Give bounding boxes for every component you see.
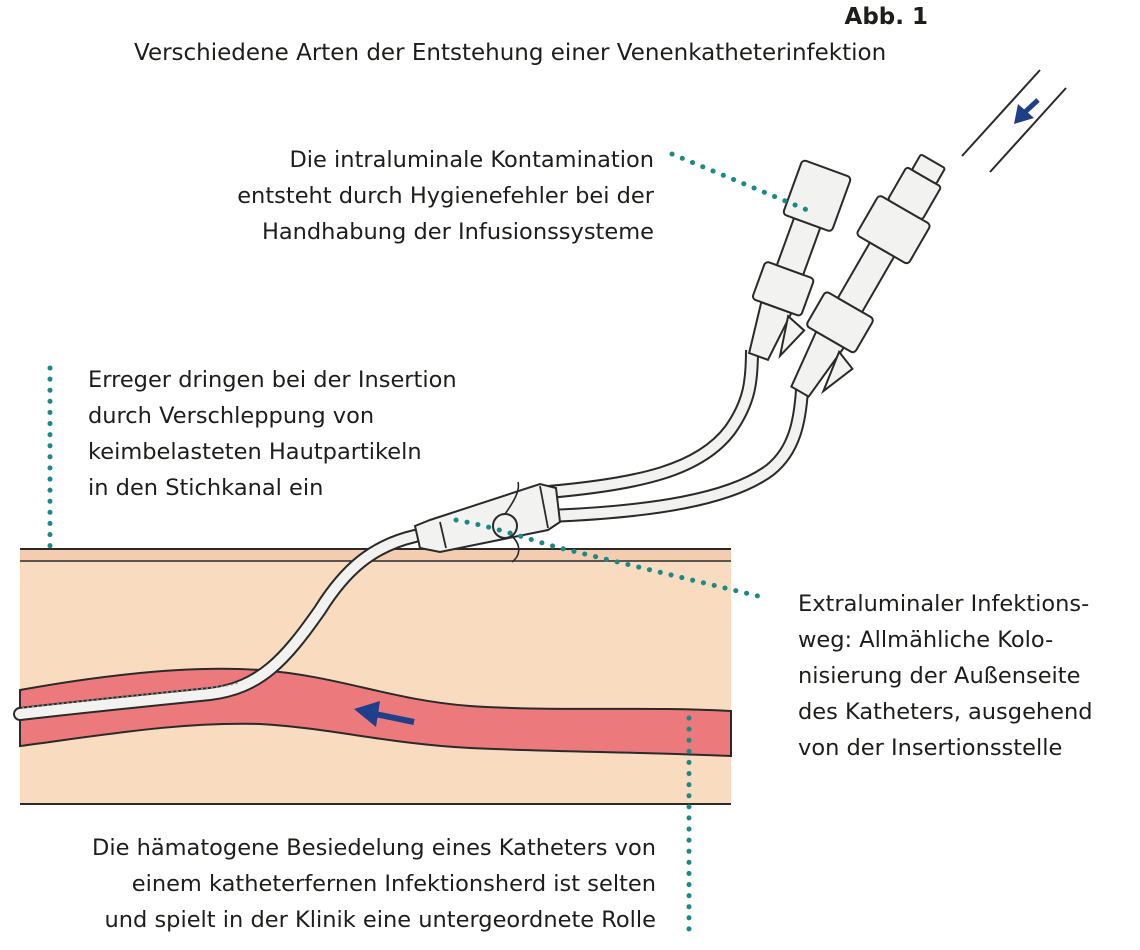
annotation-line: und spielt in der Klinik eine untergeord… <box>104 907 657 933</box>
colonization-dots <box>21 681 241 709</box>
annotation-line: Handhabung der Infusionssysteme <box>261 219 654 245</box>
catheter-hub <box>413 481 562 563</box>
annotation-line: des Katheters, ausgehend <box>798 699 1093 725</box>
annotation-line: von der Insertionsstelle <box>798 735 1063 761</box>
figure-label: Abb. 1 <box>844 4 928 30</box>
port-connector-left <box>747 159 852 362</box>
annotation-line: durch Verschleppung von <box>88 403 375 429</box>
annotation-hematogenous: Die hämatogene Besiedelung eines Kathete… <box>30 830 656 938</box>
annotation-extraluminal: Extraluminaler Infektions- weg: Allmähli… <box>798 586 1093 766</box>
port-connector-right <box>790 153 946 398</box>
annotation-line: Die hämatogene Besiedelung eines Kathete… <box>92 835 656 861</box>
annotation-line: einem katheterfernen Infektionsherd ist … <box>131 871 656 897</box>
annotation-line: entsteht durch Hygienefehler bei der <box>237 183 654 209</box>
leader-lines <box>47 151 815 933</box>
catheter-tube <box>13 529 422 721</box>
leader-line-intraluminal <box>669 151 815 215</box>
annotation-line: Extraluminaler Infektions- <box>798 591 1090 617</box>
infusion-flow-arrow <box>1014 98 1040 124</box>
annotation-line: Die intraluminale Kontamination <box>289 147 654 173</box>
annotation-line: nisierung der Außenseite <box>798 663 1081 689</box>
annotation-intraluminal: Die intraluminale Kontamination entsteht… <box>180 142 654 250</box>
annotation-line: Erreger dringen bei der Insertion <box>88 367 457 393</box>
infusion-tube <box>961 69 1067 173</box>
annotation-line: weg: Allmähliche Kolo- <box>798 627 1054 653</box>
annotation-insertion: Erreger dringen bei der Insertion durch … <box>88 362 457 506</box>
figure-title: Verschiedene Arten der Entstehung einer … <box>134 40 887 66</box>
annotation-line: in den Stichkanal ein <box>88 475 324 501</box>
blood-flow-arrow <box>354 701 415 727</box>
infusion-lines <box>547 349 809 523</box>
annotation-line: keimbelasteten Hautpartikeln <box>88 439 422 465</box>
